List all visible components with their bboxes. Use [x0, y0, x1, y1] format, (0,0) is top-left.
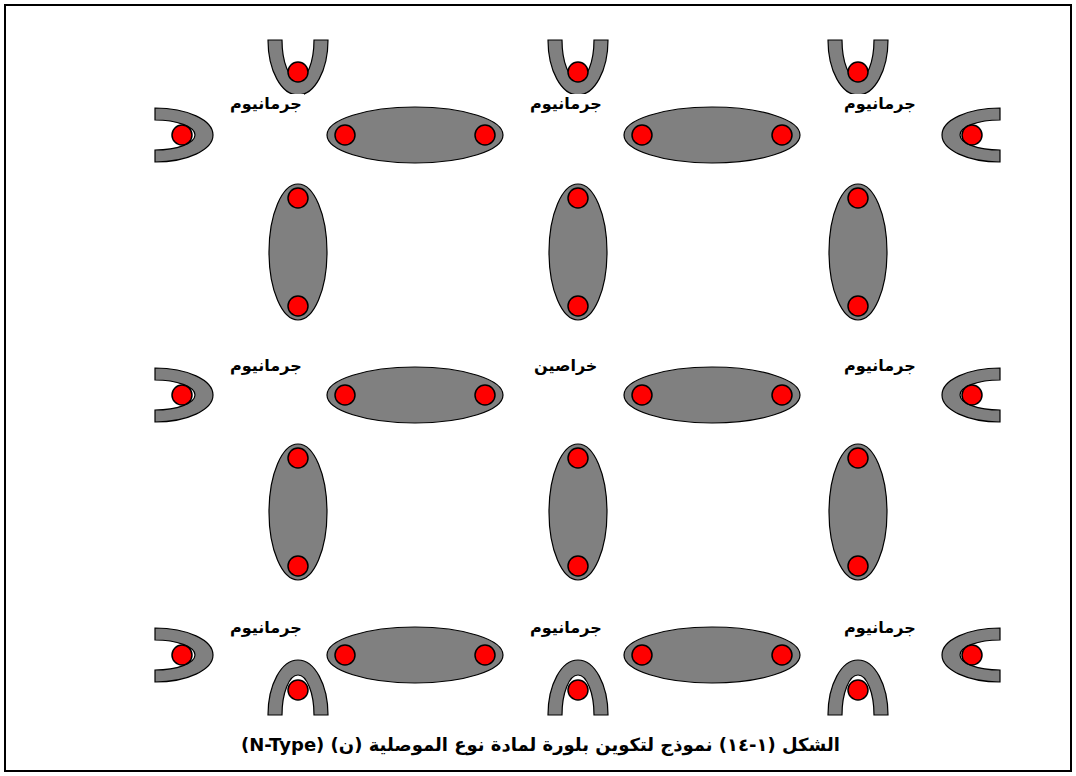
- electron-dot: [288, 680, 308, 700]
- atom-label: جرمانيوم: [528, 618, 604, 637]
- electron-dot: [172, 645, 192, 665]
- electron-dot: [848, 188, 868, 208]
- partial-bond: [155, 628, 213, 682]
- bond-shapes: [155, 40, 1000, 715]
- covalent-bond: [624, 107, 800, 163]
- electron-dot: [288, 188, 308, 208]
- electron-dot: [772, 385, 792, 405]
- electron-dot: [632, 645, 652, 665]
- figure-caption: الشكل (١-١٤) نموذج لتكوين بلورة لمادة نو…: [241, 734, 840, 756]
- electron-dot: [632, 125, 652, 145]
- covalent-bond: [829, 184, 887, 320]
- electron-dot: [568, 296, 588, 316]
- partial-bond: [942, 108, 1000, 162]
- covalent-bond: [624, 367, 800, 423]
- electron-dot: [288, 556, 308, 576]
- electron-dot: [288, 62, 308, 82]
- atom-label: جرمانيوم: [228, 94, 304, 113]
- covalent-bond: [327, 107, 503, 163]
- covalent-bond: [549, 444, 607, 580]
- electron-dot: [772, 125, 792, 145]
- covalent-bond: [549, 184, 607, 320]
- covalent-bond: [327, 627, 503, 683]
- atom-label: جرمانيوم: [228, 618, 304, 637]
- electron-dot: [568, 556, 588, 576]
- electron-dot: [335, 645, 355, 665]
- covalent-bond: [624, 627, 800, 683]
- atom-label: جرمانيوم: [842, 356, 918, 375]
- atom-label: جرمانيوم: [842, 94, 918, 113]
- electron-dot: [288, 296, 308, 316]
- covalent-bond: [829, 444, 887, 580]
- electron-dot: [172, 385, 192, 405]
- electron-dot: [848, 448, 868, 468]
- electron-dot: [475, 645, 495, 665]
- partial-bond: [828, 40, 888, 95]
- electron-dot: [568, 188, 588, 208]
- covalent-bond: [327, 367, 503, 423]
- partial-bond: [155, 368, 213, 422]
- partial-bond: [828, 660, 888, 715]
- electron-dot: [568, 448, 588, 468]
- partial-bond: [155, 108, 213, 162]
- electron-dot: [475, 125, 495, 145]
- partial-bond: [268, 40, 328, 95]
- electron-dot: [568, 680, 588, 700]
- electron-dot: [568, 62, 588, 82]
- electron-dot: [848, 680, 868, 700]
- frame: [5, 5, 1071, 771]
- partial-bond: [268, 660, 328, 715]
- electrons: [172, 62, 982, 700]
- partial-bond: [942, 628, 1000, 682]
- covalent-bond: [269, 184, 327, 320]
- electron-dot: [848, 556, 868, 576]
- partial-bond: [942, 368, 1000, 422]
- electron-dot: [848, 296, 868, 316]
- electron-dot: [632, 385, 652, 405]
- atom-label: خراصين: [532, 356, 599, 375]
- electron-dot: [772, 645, 792, 665]
- atom-label: جرمانيوم: [528, 94, 604, 113]
- electron-dot: [962, 125, 982, 145]
- electron-dot: [335, 125, 355, 145]
- atom-label: جرمانيوم: [228, 356, 304, 375]
- electron-dot: [288, 448, 308, 468]
- electron-dot: [172, 125, 192, 145]
- partial-bond: [548, 40, 608, 95]
- electron-dot: [962, 385, 982, 405]
- partial-bond: [548, 660, 608, 715]
- atom-label: جرمانيوم: [842, 618, 918, 637]
- electron-dot: [335, 385, 355, 405]
- covalent-bond: [269, 444, 327, 580]
- electron-dot: [848, 62, 868, 82]
- electron-dot: [962, 645, 982, 665]
- electron-dot: [475, 385, 495, 405]
